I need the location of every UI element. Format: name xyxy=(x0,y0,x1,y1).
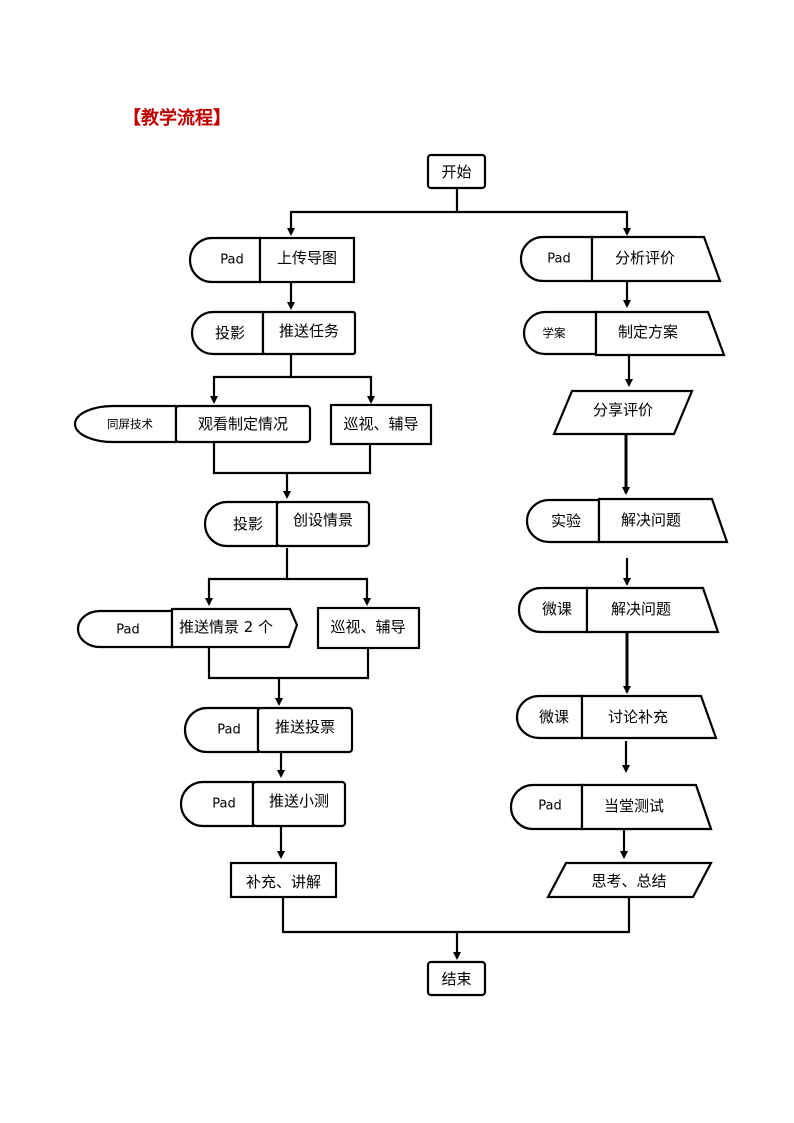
step-label: 解决问题 xyxy=(621,511,681,529)
right-node-6: 微课 讨论补充 xyxy=(515,694,718,740)
step-label: 解决问题 xyxy=(611,600,671,618)
step-label: 推送任务 xyxy=(279,322,339,340)
right-node-2: 学案 制定方案 xyxy=(522,310,726,357)
left-node-8: 补充、讲解 xyxy=(229,861,338,899)
right-node-1: Pad 分析评价 xyxy=(519,235,722,283)
step-label: 巡视、辅导 xyxy=(343,415,418,433)
tool-label: 学案 xyxy=(543,326,566,340)
left-node-4: 投影 创设情景 xyxy=(203,500,371,548)
tool-label: Pad xyxy=(220,253,243,268)
left-node-3b: 巡视、辅导 xyxy=(329,403,433,446)
left-node-5b: 巡视、辅导 xyxy=(316,606,421,650)
left-node-1: Pad 上传导图 xyxy=(188,236,356,284)
step-label: 制定方案 xyxy=(618,323,678,341)
tool-label: 微课 xyxy=(542,600,572,618)
step-label: 推送投票 xyxy=(275,718,335,736)
end-node: 结束 xyxy=(426,960,487,997)
tool-label: Pad xyxy=(547,252,570,267)
step-label: 创设情景 xyxy=(293,511,353,529)
connectors xyxy=(205,188,633,960)
left-node-7: Pad 推送小测 xyxy=(179,780,347,828)
step-label: 巡视、辅导 xyxy=(330,618,405,636)
tool-label: 投影 xyxy=(215,324,245,342)
step-label: 推送小测 xyxy=(269,792,329,810)
page-heading: 【教学流程】 xyxy=(123,108,231,129)
right-node-5: 微课 解决问题 xyxy=(517,586,720,634)
step-label: 分析评价 xyxy=(615,249,675,267)
tool-label: Pad xyxy=(212,797,235,812)
step-label: 补充、讲解 xyxy=(246,873,321,891)
left-node-2: 投影 推送任务 xyxy=(190,310,357,356)
step-label: 推送情景 2 个 xyxy=(179,618,273,636)
step-label: 讨论补充 xyxy=(608,708,668,726)
tool-label: 同屏技术 xyxy=(107,417,153,431)
tool-label: 微课 xyxy=(539,708,569,726)
right-node-7: Pad 当堂测试 xyxy=(509,783,713,831)
step-label: 分享评价 xyxy=(593,401,653,419)
end-label: 结束 xyxy=(441,970,471,988)
tool-label: Pad xyxy=(538,799,561,814)
step-label: 观看制定情况 xyxy=(198,415,288,433)
right-node-3: 分享评价 xyxy=(552,389,694,436)
tool-label: 投影 xyxy=(233,515,263,533)
right-node-4: 实验 解决问题 xyxy=(525,497,729,544)
tool-label: Pad xyxy=(116,623,139,638)
step-label: 上传导图 xyxy=(277,249,337,267)
tool-label: 实验 xyxy=(551,512,581,530)
left-node-6: Pad 推送投票 xyxy=(183,706,354,754)
start-label: 开始 xyxy=(441,163,471,181)
right-node-8: 思考、总结 xyxy=(546,861,713,899)
start-node: 开始 xyxy=(426,153,487,190)
step-label: 思考、总结 xyxy=(591,872,666,890)
step-label: 当堂测试 xyxy=(604,797,664,815)
tool-label: Pad xyxy=(217,723,240,738)
left-node-3a: 同屏技术 观看制定情况 xyxy=(73,404,312,444)
left-node-5a: Pad 推送情景 2 个 xyxy=(76,607,299,649)
